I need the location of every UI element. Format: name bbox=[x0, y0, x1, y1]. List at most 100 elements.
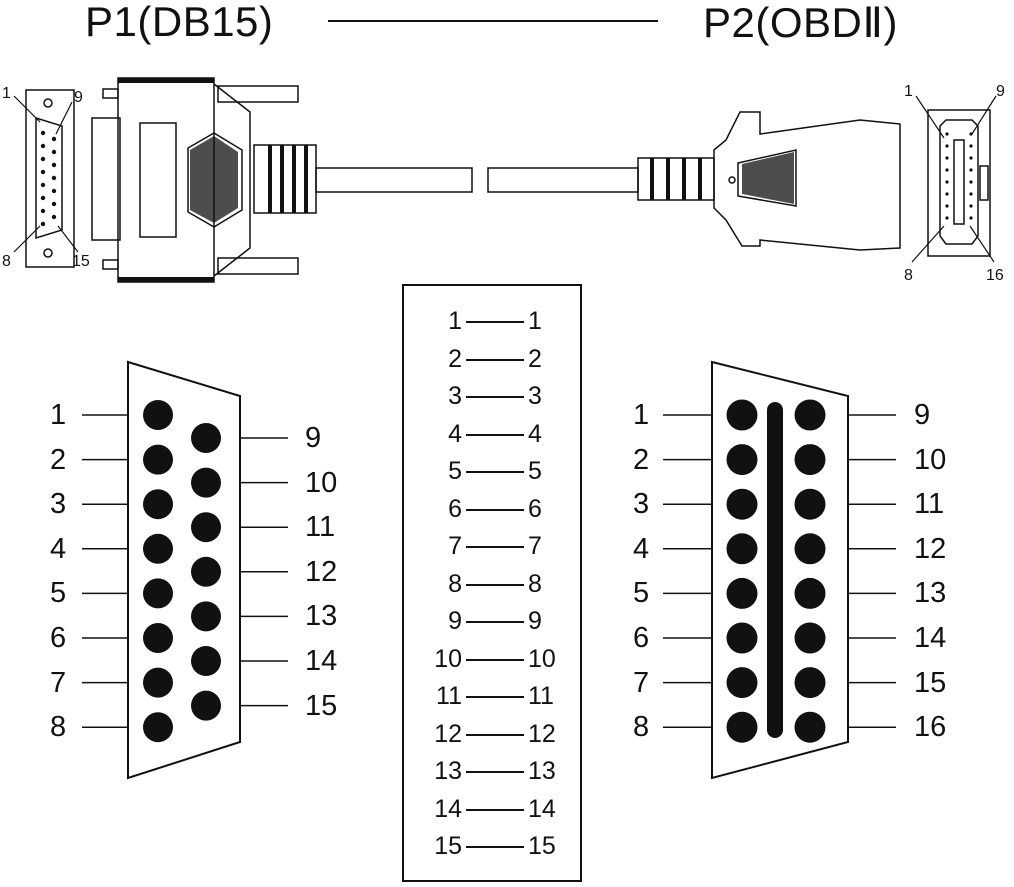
p2-small-label-9: 9 bbox=[996, 83, 1005, 100]
obd2-center-key bbox=[767, 402, 783, 738]
obd2-label-10: 10 bbox=[914, 443, 947, 476]
p2-mini-pin bbox=[945, 144, 949, 148]
obd2-pin-16 bbox=[794, 711, 826, 743]
obd2-pin-10 bbox=[794, 444, 826, 476]
db15-pin-14 bbox=[191, 646, 221, 676]
obd2-pin-12 bbox=[794, 533, 826, 565]
cable-left bbox=[315, 167, 473, 193]
obd2-label-16: 16 bbox=[914, 711, 947, 744]
p2-mini-pin bbox=[945, 216, 949, 220]
mapping-from: 7 bbox=[448, 532, 462, 560]
obd2-outline bbox=[711, 360, 849, 780]
obd2-label-13: 13 bbox=[914, 577, 947, 610]
mapping-from: 15 bbox=[434, 832, 462, 860]
mapping-to: 6 bbox=[528, 494, 542, 523]
mapping-from: 3 bbox=[448, 382, 462, 410]
p1-title: P1(DB15) bbox=[85, 0, 274, 45]
mapping-from: 4 bbox=[448, 419, 462, 448]
mapping-to: 10 bbox=[528, 644, 556, 673]
p2-mini-pin bbox=[969, 168, 973, 172]
p2-mini-pin bbox=[945, 180, 949, 184]
db15-label-3: 3 bbox=[50, 488, 67, 521]
mapping-to: 4 bbox=[528, 419, 542, 448]
db15-pin-1 bbox=[143, 400, 173, 430]
obd2-label-15: 15 bbox=[914, 666, 947, 699]
mapping-to: 13 bbox=[528, 757, 556, 785]
db15-pin-8 bbox=[143, 712, 173, 743]
mapping-line bbox=[466, 471, 524, 473]
p1-small-label-9: 9 bbox=[74, 89, 83, 106]
mapping-to: 1 bbox=[528, 307, 542, 335]
p1-small-label-15: 15 bbox=[72, 253, 90, 270]
mapping-line bbox=[466, 583, 524, 586]
obd2-pin-9 bbox=[794, 399, 826, 431]
db15-label-1: 1 bbox=[50, 399, 67, 431]
db15-pin-9 bbox=[191, 423, 221, 453]
db15-label-4: 4 bbox=[50, 532, 67, 565]
db15-label-13: 13 bbox=[305, 600, 338, 633]
mapping-to: 3 bbox=[528, 382, 542, 410]
db15-label-11: 11 bbox=[305, 511, 336, 544]
p2-title: P2(OBDⅡ) bbox=[703, 0, 899, 46]
obd2-label-12: 12 bbox=[914, 532, 947, 565]
obd2-label-9: 9 bbox=[914, 399, 931, 431]
obd2-label-8: 8 bbox=[633, 711, 650, 744]
p2-mini-pin bbox=[969, 132, 973, 136]
obd2-label-14: 14 bbox=[914, 622, 947, 654]
cable-right bbox=[487, 167, 639, 193]
db15-pin-15 bbox=[191, 690, 221, 721]
obd2-pin-15 bbox=[794, 667, 826, 699]
p1-mini-pin bbox=[40, 156, 46, 162]
p2-small-label-8: 8 bbox=[904, 267, 913, 284]
p2-mini-pin bbox=[969, 156, 973, 160]
p2-small-label-1: 1 bbox=[904, 83, 913, 100]
p2-mini-pin bbox=[945, 192, 949, 196]
db15-label-2: 2 bbox=[50, 443, 67, 476]
mapping-line bbox=[466, 733, 524, 736]
p2-face-plate bbox=[927, 109, 991, 257]
db15-label-6: 6 bbox=[50, 622, 67, 654]
p1-mini-pin bbox=[51, 175, 57, 181]
obd2-pin-7 bbox=[726, 667, 758, 699]
p2-mini-pin bbox=[945, 132, 949, 136]
obd2-label-4: 4 bbox=[633, 532, 650, 565]
mapping-line bbox=[466, 508, 524, 511]
mapping-from: 5 bbox=[448, 457, 462, 485]
mapping-from: 6 bbox=[448, 494, 462, 523]
mapping-to: 11 bbox=[528, 682, 554, 710]
obd2-pin-3 bbox=[726, 488, 758, 520]
db15-pin-2 bbox=[143, 444, 173, 475]
p1-mini-pin bbox=[51, 188, 57, 194]
mapping-from: 14 bbox=[434, 794, 462, 823]
p2-mini-pin bbox=[969, 204, 973, 208]
mapping-line bbox=[466, 846, 524, 848]
db15-pin-12 bbox=[191, 556, 221, 587]
mapping-to: 5 bbox=[528, 457, 542, 485]
mapping-line bbox=[466, 808, 524, 811]
db15-pin-13 bbox=[191, 601, 221, 632]
p2-connector-body bbox=[713, 111, 901, 251]
db15-label-5: 5 bbox=[50, 577, 67, 610]
db15-label-7: 7 bbox=[50, 666, 67, 699]
obd2-label-2: 2 bbox=[633, 443, 650, 476]
mapping-to: 9 bbox=[528, 607, 542, 635]
p1-mini-pin bbox=[51, 136, 57, 142]
db15-pin-6 bbox=[143, 623, 173, 653]
mapping-to: 2 bbox=[528, 344, 542, 373]
mapping-line bbox=[466, 658, 524, 661]
p1-mini-pin bbox=[51, 201, 57, 207]
obd2-pin-1 bbox=[726, 399, 758, 431]
mapping-line bbox=[466, 621, 524, 623]
obd2-label-3: 3 bbox=[633, 488, 650, 521]
cable-illustration bbox=[13, 77, 997, 283]
mapping-line bbox=[466, 358, 524, 361]
db15-label-10: 10 bbox=[305, 466, 338, 499]
p1-screw-hole-bottom bbox=[43, 248, 53, 258]
